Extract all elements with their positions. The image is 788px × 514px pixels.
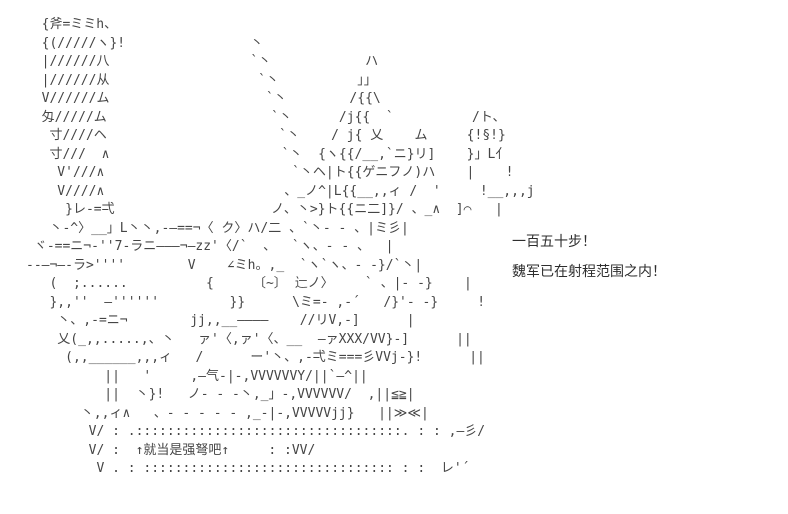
dialogue-line-1: 一百五十步！ — [512, 234, 596, 250]
ascii-art: {斧=ミミh、 {(/////ヽ}! 丶 |//////八 `丶 ハ |////… — [26, 17, 535, 476]
dialogue-line-2: 魏军已在射程范围之内！ — [512, 264, 666, 280]
